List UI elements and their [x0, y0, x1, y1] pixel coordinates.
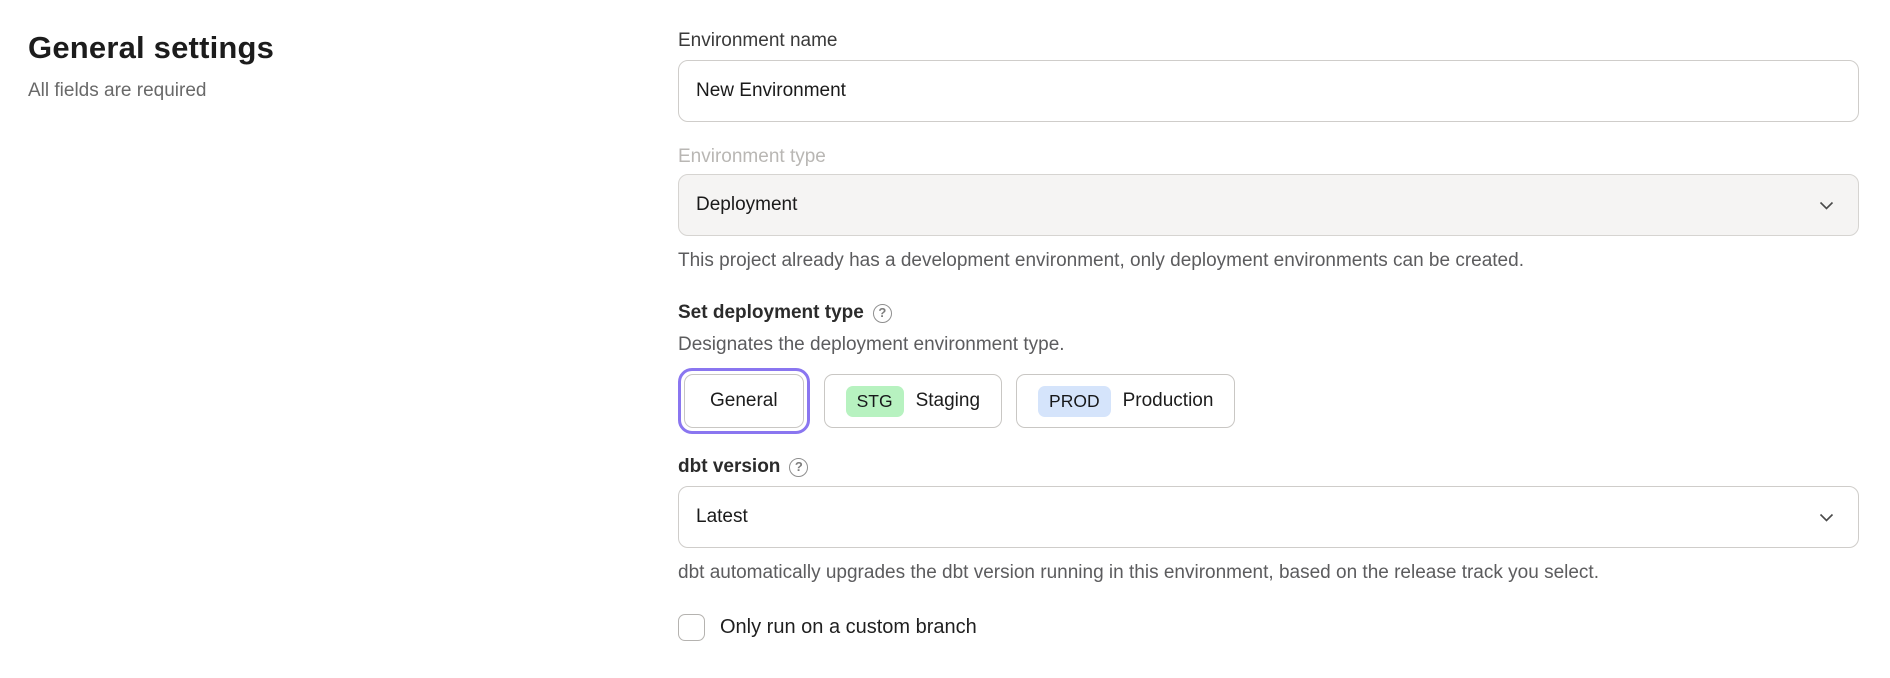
- environment-type-select[interactable]: Deployment: [678, 174, 1859, 236]
- page-subtitle: All fields are required: [28, 80, 207, 101]
- production-badge: PROD: [1038, 385, 1111, 417]
- selected-option-ring: General: [678, 368, 810, 434]
- section-intro: General settings All fields are required: [28, 30, 588, 102]
- dbt-version-label-text: dbt version: [678, 456, 781, 477]
- deployment-type-staging-button[interactable]: STG Staging: [823, 374, 1003, 428]
- custom-branch-checkbox[interactable]: [678, 614, 705, 641]
- dbt-version-value: Latest: [696, 506, 748, 527]
- chevron-down-icon: [1819, 513, 1834, 522]
- deployment-type-general-label: General: [710, 390, 778, 411]
- deployment-type-general-button[interactable]: General: [684, 374, 804, 428]
- deployment-type-label-text: Set deployment type: [678, 302, 864, 323]
- environment-type-helper: This project already has a development e…: [678, 250, 1524, 271]
- dbt-version-select[interactable]: Latest: [678, 486, 1859, 548]
- help-icon[interactable]: ?: [789, 457, 809, 477]
- custom-branch-row: Only run on a custom branch: [678, 614, 1859, 641]
- environment-type-value: Deployment: [696, 194, 798, 215]
- deployment-type-production-button[interactable]: PROD Production: [1016, 374, 1236, 428]
- help-icon[interactable]: ?: [872, 303, 892, 323]
- environment-name-label: Environment name: [678, 30, 838, 51]
- staging-badge: STG: [845, 385, 904, 417]
- deployment-type-options: General STG Staging PROD Production: [678, 368, 1859, 434]
- deployment-type-production-label: Production: [1122, 390, 1214, 411]
- custom-branch-label[interactable]: Only run on a custom branch: [720, 616, 977, 638]
- page-title: General settings: [28, 30, 275, 65]
- environment-name-input[interactable]: [678, 60, 1859, 122]
- deployment-type-helper: Designates the deployment environment ty…: [678, 334, 1065, 355]
- general-settings-form: Environment name Environment type Deploy…: [678, 30, 1859, 641]
- deployment-type-label: Set deployment type ?: [678, 302, 1859, 324]
- dbt-version-label: dbt version ?: [678, 456, 1859, 478]
- deployment-type-staging-label: Staging: [915, 390, 981, 411]
- environment-type-label: Environment type: [678, 146, 826, 167]
- chevron-down-icon: [1819, 201, 1834, 210]
- dbt-version-helper: dbt automatically upgrades the dbt versi…: [678, 562, 1599, 583]
